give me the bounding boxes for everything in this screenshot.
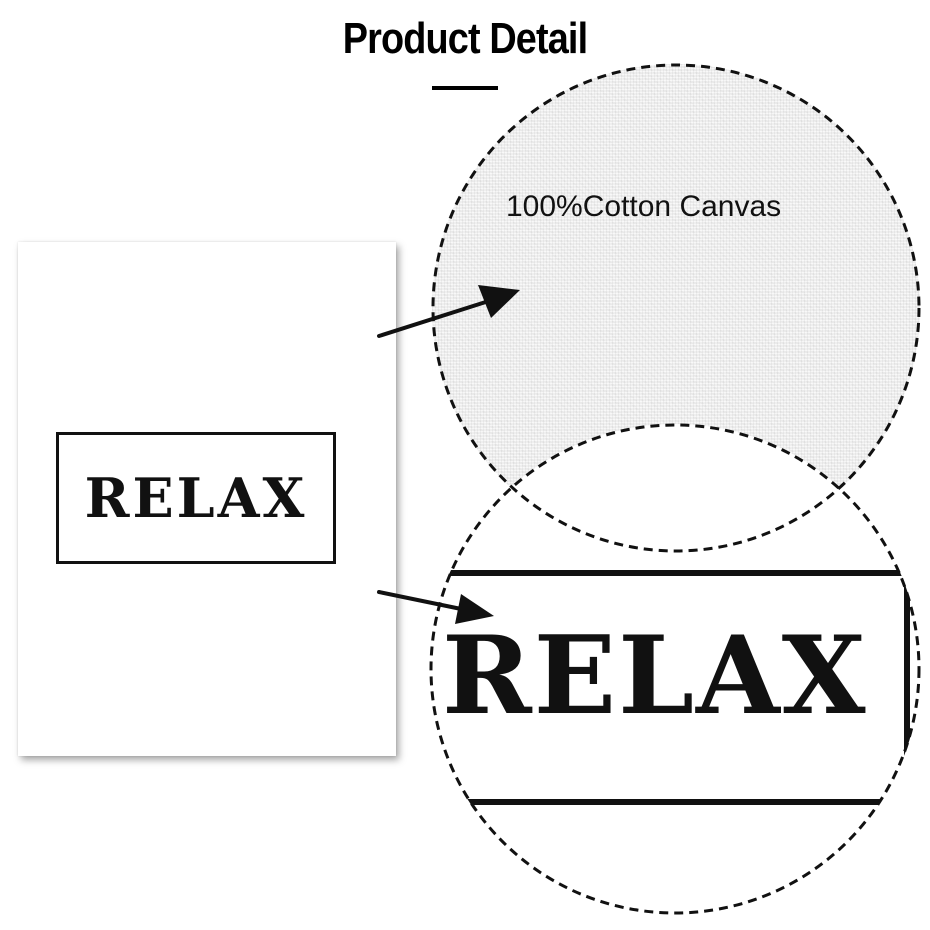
title-underline bbox=[432, 86, 498, 90]
canvas-material-label: 100%Cotton Canvas bbox=[506, 190, 782, 223]
print-zoom-detail: RELAX bbox=[430, 424, 920, 914]
poster-text: RELAX bbox=[84, 466, 308, 530]
zoomed-poster-text: RELAX bbox=[442, 613, 868, 739]
frame-line-right bbox=[904, 570, 910, 805]
frame-line-top bbox=[430, 570, 920, 576]
frame-line-bottom bbox=[430, 799, 920, 805]
poster-text-frame: RELAX bbox=[56, 432, 336, 564]
page-title: Product Detail bbox=[342, 14, 588, 63]
poster-preview: RELAX bbox=[18, 242, 396, 756]
